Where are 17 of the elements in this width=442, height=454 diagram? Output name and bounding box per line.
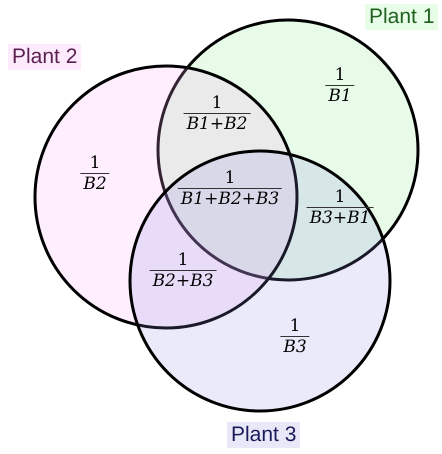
fraction-numerator: 1 bbox=[334, 65, 346, 85]
fraction-numerator: 1 bbox=[176, 250, 190, 270]
fraction-denominator: B2 bbox=[80, 173, 110, 194]
fraction-numerator: 1 bbox=[288, 316, 302, 336]
set-label: Plant 1 bbox=[365, 4, 438, 30]
fraction-numerator: 1 bbox=[334, 187, 346, 207]
fraction-denominator: B3 bbox=[280, 336, 310, 357]
fraction-denominator: B2+B3 bbox=[150, 270, 216, 291]
fraction-denominator: B3+B1 bbox=[306, 207, 374, 228]
fraction-numerator: 1 bbox=[224, 168, 236, 188]
set-label: Plant 2 bbox=[8, 44, 82, 70]
fraction-numerator: 1 bbox=[210, 93, 224, 113]
fraction-denominator: B1+B2 bbox=[184, 113, 250, 134]
fraction-numerator: 1 bbox=[88, 153, 102, 173]
fraction-denominator: B1+B2+B3 bbox=[178, 188, 282, 209]
set-label: Plant 3 bbox=[227, 422, 300, 448]
fraction-denominator: B1 bbox=[325, 85, 355, 106]
